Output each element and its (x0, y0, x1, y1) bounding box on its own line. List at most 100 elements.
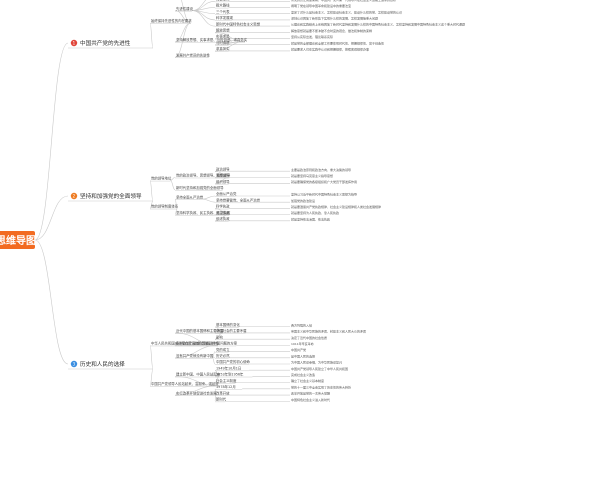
connector-line (34, 239, 69, 365)
node-label[interactable]: 历史必然 (216, 353, 230, 358)
node-label[interactable]: 政治领导 (216, 166, 230, 171)
node-label[interactable]: 三个代表 (216, 9, 230, 14)
section-badge (70, 39, 78, 47)
leaf-description: 就是坚持依法治国、依法执政 (291, 216, 330, 221)
leaf-description: 就是要坚持为人民执政、靠人民执政 (291, 210, 339, 215)
leaf-description: 解放思想就是要不断冲破不合时宜的观念、做法和体制的束缚 (291, 28, 372, 33)
node-label[interactable]: 群众路线 (216, 3, 230, 8)
leaf-description: 是中国人民的选择 (291, 353, 315, 358)
node-label[interactable]: 党的领导地位 (151, 176, 172, 181)
node-label[interactable]: 坚持全面从严治党 (176, 194, 204, 199)
connector-line (174, 22, 191, 58)
node-label[interactable]: 1949年10月1日 (216, 365, 241, 370)
section-title[interactable]: 历史和人民的选择 (80, 360, 125, 368)
connector-line (181, 0, 191, 24)
leaf-description: 帝国主义和中华民族的矛盾、封建主义和人民大众的矛盾 (291, 329, 366, 334)
node-label[interactable]: 新时代中国特色社会主义思想 (216, 21, 261, 26)
node-label[interactable]: 党的成立 (216, 347, 230, 352)
leaf-description: 党的十一届三中全会实现了历史性的伟大转折 (291, 384, 351, 389)
connector-line (149, 368, 154, 387)
node-label[interactable]: 中华人民共和国成立是有着深刻的历史必然性 (151, 341, 219, 346)
node-label[interactable]: 党的政治领导、思想领导、组织领导 (176, 173, 231, 178)
leaf-description: 确立了社会主义基本制度 (291, 378, 324, 383)
mind-map-edges (34, 0, 291, 402)
leaf-description: 为中国人民谋幸福，为中华民族谋复兴 (291, 360, 342, 365)
node-label[interactable]: 先进性建设 (176, 6, 194, 11)
node-label[interactable]: 全面从严治党 (216, 191, 237, 196)
node-label[interactable]: 中国社会的主要矛盾 (216, 328, 247, 333)
leaf-description: 就是要坚持马克思主义指导思想 (291, 173, 333, 178)
node-label[interactable]: 始终保持先进性的内在要求 (151, 18, 192, 23)
node-label[interactable]: 党的领导制度体系 (151, 204, 179, 209)
connector-line (212, 357, 216, 365)
node-label[interactable]: 没有共产党就没有新中国 (176, 353, 214, 358)
leaf-description: 深刻认识回答了新形势下实现什么样的发展、怎样发展等重大问题 (291, 15, 378, 20)
leaf-description: 就是党的全部理论和全部工作要体现时代性、把握规律性、富于创造性 (291, 40, 384, 45)
connector-line (149, 22, 154, 49)
leaf-description: 坚持从实际出发，理论联系实际 (291, 34, 333, 39)
leaf-description: 就是要遵循共产党执政规律、社会主义建设规律和人类社会发展规律 (291, 204, 381, 209)
node-label[interactable]: 科学执政 (216, 204, 230, 209)
connector-line (174, 198, 178, 209)
node-label[interactable]: 建立新中国、中国人民站起来 (176, 372, 221, 377)
section-badge (70, 192, 78, 200)
node-label[interactable]: 新时代 (216, 396, 227, 401)
node-label[interactable]: 影响 (216, 334, 223, 339)
section-number: 1 (73, 40, 76, 45)
node-label[interactable]: 实行改革开放促进社会发展 (176, 390, 217, 395)
connector-line (174, 376, 219, 387)
node-label[interactable]: 1953年到1956年 (216, 372, 244, 377)
node-label[interactable]: 中国共产党领导人民站起来、富起来、强起来 (151, 381, 219, 386)
node-label[interactable]: 与时俱进 (216, 40, 230, 45)
connector-line (34, 42, 69, 241)
connector-line (170, 180, 176, 191)
connector-line (174, 208, 178, 215)
connector-line (34, 195, 69, 241)
node-label[interactable]: 新时代坚持和加强党的全面领导 (176, 185, 224, 190)
node-label[interactable]: 社会主义制度 (216, 378, 237, 383)
node-label[interactable]: 实事求是 (216, 34, 230, 39)
leaf-description: 决定了近代中国的社会性质 (291, 335, 327, 340)
node-label[interactable]: 各种政治力量都试图解决中国问题的方案 (176, 341, 238, 346)
node-label[interactable]: 近代中国的基本国情和主要矛盾 (176, 328, 224, 333)
leaf-description: 改革开放是党的一次伟大觉醒 (291, 391, 330, 396)
node-label[interactable]: 中国共产党的初心使命 (216, 359, 251, 364)
leaf-description: 1911年辛亥革命 (291, 341, 314, 346)
mind-map-nodes: 的思维导图 1中国共产党的先进性始终保持先进性的内在要求马克思主义马克思主义是我… (0, 0, 465, 403)
connector-line (202, 198, 216, 203)
section-number: 2 (73, 193, 76, 198)
node-label[interactable]: 社会主义 (216, 0, 230, 1)
connector-line (214, 332, 223, 340)
node-label[interactable]: 组织领导 (216, 179, 230, 184)
section-title[interactable]: 坚持和加强党的全面领导 (80, 192, 142, 200)
node-label[interactable]: 依法执政 (216, 216, 230, 221)
node-label[interactable]: 解放思想 (216, 28, 230, 33)
node-label[interactable]: 1978年12月 (216, 384, 236, 389)
node-label[interactable]: 科学发展观 (216, 15, 234, 20)
leaf-description: 从理论和实践结合上系统回答了新时代坚持和发展什么样的中国特色社会主义、怎样坚持和… (291, 22, 465, 27)
root-node[interactable] (0, 231, 35, 249)
node-label[interactable]: 基本国情的变化 (216, 322, 240, 327)
node-label[interactable]: 改革开放 (216, 390, 230, 395)
leaf-description: 中国特色社会主义进入新时代 (291, 397, 330, 402)
leaf-description: 中国共产党领导人民建立了中华人民共和国 (291, 366, 348, 371)
connector-line (214, 177, 230, 184)
connector-line (214, 41, 246, 52)
node-label[interactable]: 坚持科学执政、民主执政、依法执政 (176, 210, 231, 215)
connector-line (214, 214, 230, 222)
connector-line (149, 180, 154, 202)
section-title[interactable]: 中国共产党的先进性 (80, 39, 131, 47)
node-label[interactable]: 民主执政 (216, 210, 230, 215)
leaf-description: 加强党的政治建设 (291, 198, 315, 203)
connector-line (214, 394, 217, 402)
node-label[interactable]: 思想领导 (216, 173, 230, 178)
section-number: 3 (73, 361, 76, 366)
connector-line (214, 376, 220, 383)
root-label: 的思维导图 (0, 234, 36, 247)
leaf-description: 就是要确保党的各级组织和广大党员干部发挥作用 (291, 179, 357, 184)
node-label[interactable]: 求真务实 (216, 46, 230, 51)
leaf-description: 中国共产党 (291, 347, 306, 352)
node-label[interactable]: 坚持解放思想、实事求是、与时俱进、求真务实 (176, 37, 248, 42)
node-label[interactable]: 坚持党要管党、全面从严治党 (216, 197, 261, 202)
node-label[interactable]: 发展共产党员的先进性 (176, 52, 211, 57)
